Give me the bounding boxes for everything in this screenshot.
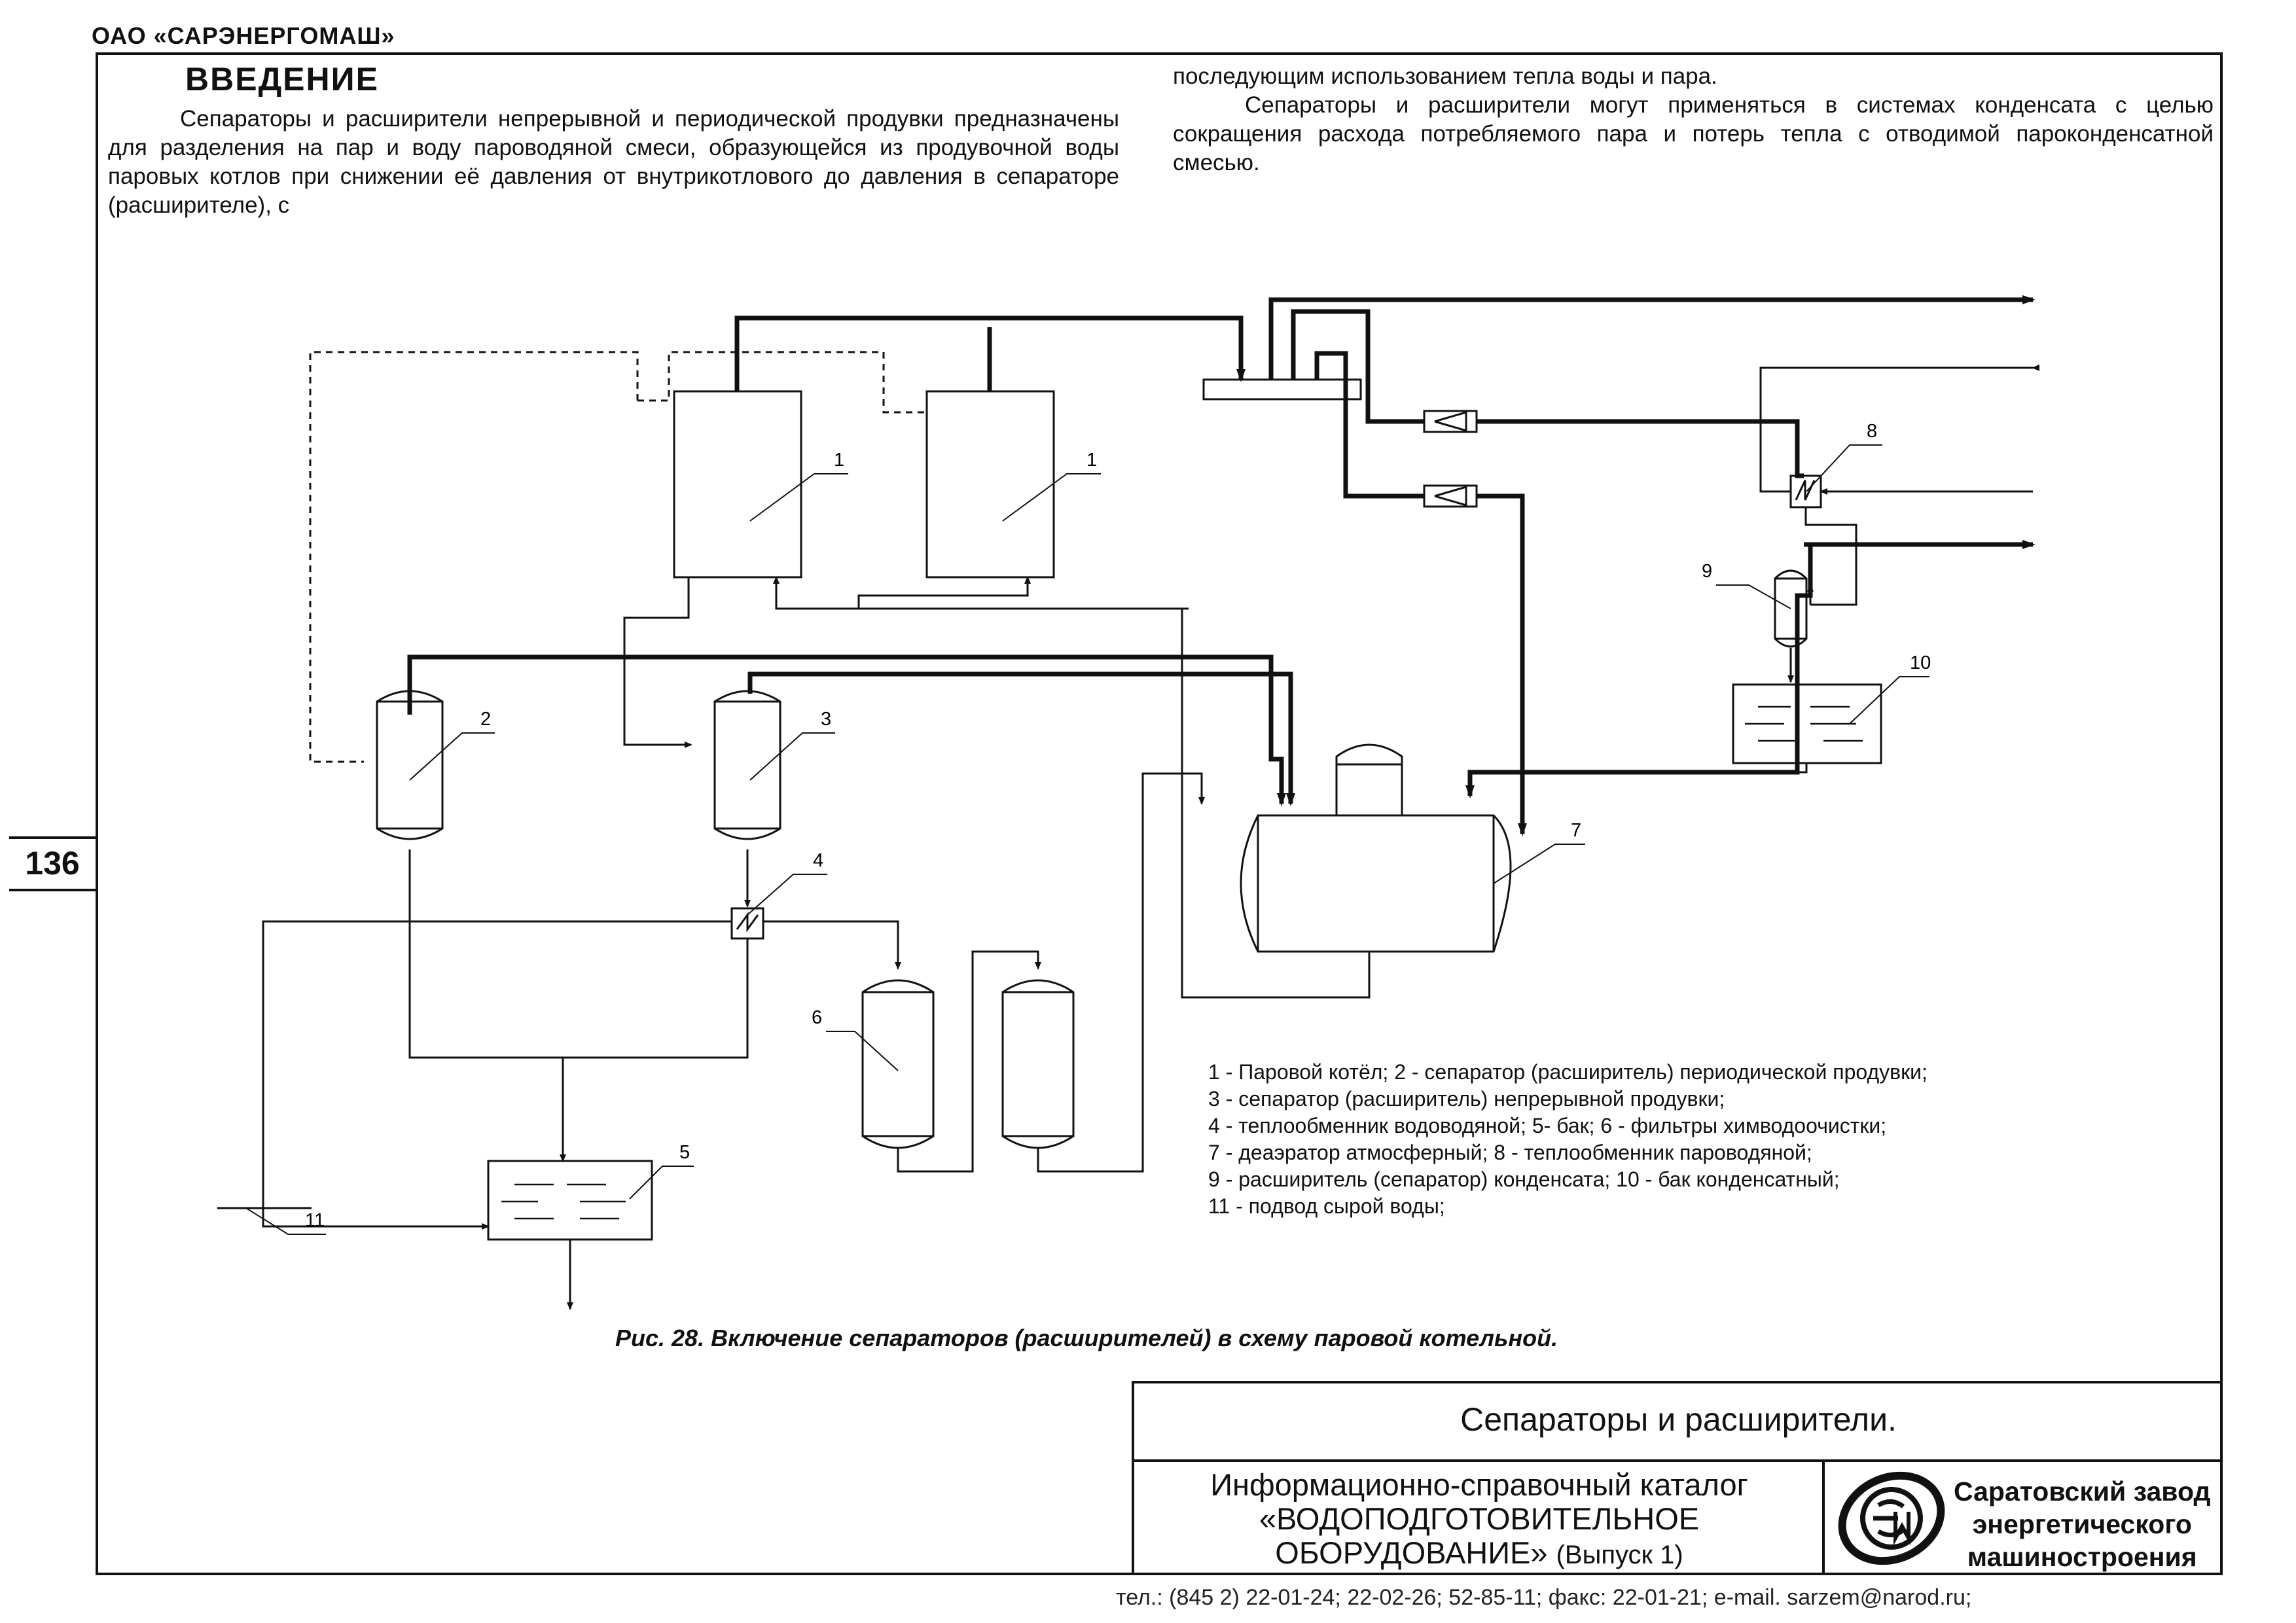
label-boiler-a: 1 — [834, 450, 844, 471]
legend-line: 9 - расширитель (сепаратор) конденсата; … — [1208, 1168, 1840, 1191]
page-frame — [96, 52, 2223, 1575]
label-condensate-tank: 10 — [1910, 652, 1931, 673]
intro-left-column: Сепараторы и расширители непрерывной и п… — [108, 105, 1119, 220]
title-block — [1132, 1381, 2223, 1575]
factory-logo-icon — [1838, 1471, 1945, 1565]
dashed-signal-lines — [309, 351, 927, 763]
catalog-issue: (Выпуск 1) — [1556, 1541, 1683, 1569]
intro-right-column: последующим использованием тепла воды и … — [1173, 62, 2214, 177]
filter-1 — [861, 979, 935, 1149]
catalog-line-2: «ВОДОПОДГОТОВИТЕЛЬНОЕ — [1259, 1501, 1700, 1536]
catalog-line-3-text: ОБОРУДОВАНИЕ» — [1275, 1535, 1548, 1570]
company-name: ОАО «САРЭНЕРГОМАШ» — [92, 22, 395, 49]
catalog-text: Информационно-справочный каталог «ВОДОПО… — [1139, 1468, 1820, 1572]
diagram-legend: 1 - Паровой котёл; 2 - сепаратор (расшир… — [1208, 1059, 1928, 1220]
condensate-separator — [1774, 569, 1808, 648]
periodic-separator — [376, 690, 444, 840]
title-block-catalog-cell — [1134, 1462, 1825, 1575]
legend-line: 3 - сепаратор (расширитель) непрерывной … — [1208, 1087, 1725, 1111]
label-boiler-b: 1 — [1086, 450, 1097, 471]
filter-2 — [1001, 979, 1075, 1149]
factory-line-2: энергетического — [1972, 1509, 2192, 1539]
legend-line: 7 - деаэратор атмосферный; 8 - теплообме… — [1208, 1141, 1812, 1164]
label-condensate-separator: 9 — [1702, 561, 1712, 582]
legend-line: 4 - теплообменник водоводяной; 5- бак; 6… — [1208, 1114, 1887, 1137]
legend-line: 1 - Паровой котёл; 2 - сепаратор (расшир… — [1208, 1060, 1928, 1084]
title-block-row — [1134, 1383, 2223, 1462]
intro-paragraph-1: Сепараторы и расширители непрерывной и п… — [108, 106, 1119, 218]
leader-lines — [245, 444, 1929, 1235]
boiler-house-diagram: 1 1 2 3 4 5 6 7 8 9 10 11 — [217, 295, 2039, 1310]
figure-caption: Рис. 28. Включение сепараторов (расширит… — [615, 1325, 1558, 1351]
catalog-line-3: ОБОРУДОВАНИЕ» (Выпуск 1) — [1139, 1536, 1820, 1572]
catalog-line-1: Информационно-справочный каталог — [1210, 1467, 1748, 1502]
document-title: Сепараторы и расширители. — [1460, 1401, 1897, 1438]
diagram-lines — [217, 295, 2039, 1310]
continuous-separator — [713, 690, 781, 840]
label-tank: 5 — [679, 1142, 690, 1163]
intro-paragraph-continuation: последующим использованием тепла воды и … — [1173, 63, 1717, 89]
factory-line-1: Саратовский завод — [1954, 1476, 2211, 1507]
factory-name: Саратовский завод энергетического машино… — [1954, 1475, 2210, 1573]
intro-paragraph-2: Сепараторы и расширители могут применять… — [1173, 92, 2214, 175]
label-deaerator: 7 — [1571, 820, 1581, 841]
label-water-exchanger: 4 — [813, 850, 823, 871]
label-filter: 6 — [812, 1007, 822, 1028]
steam-cooler-1 — [1423, 410, 1478, 433]
steam-header — [1202, 378, 1362, 401]
legend-line: 11 - подвод сырой воды; — [1208, 1194, 1445, 1218]
label-periodic-separator: 2 — [480, 709, 491, 730]
page-number-box — [9, 836, 96, 891]
label-steam-exchanger: 8 — [1867, 421, 1877, 442]
tank — [487, 1160, 653, 1241]
page-number: 136 — [25, 845, 80, 882]
contacts-footer: тел.: (845 2) 22-01-24; 22-02-26; 52-85-… — [1116, 1585, 1972, 1610]
steam-cooler-2 — [1423, 484, 1478, 508]
boiler-a — [673, 390, 802, 579]
label-raw-water: 11 — [305, 1210, 325, 1231]
factory-line-3: машиностроения — [1967, 1542, 2197, 1572]
label-continuous-separator: 3 — [821, 709, 831, 730]
section-title: ВВЕДЕНИЕ — [185, 61, 379, 98]
boiler-b — [925, 390, 1055, 579]
